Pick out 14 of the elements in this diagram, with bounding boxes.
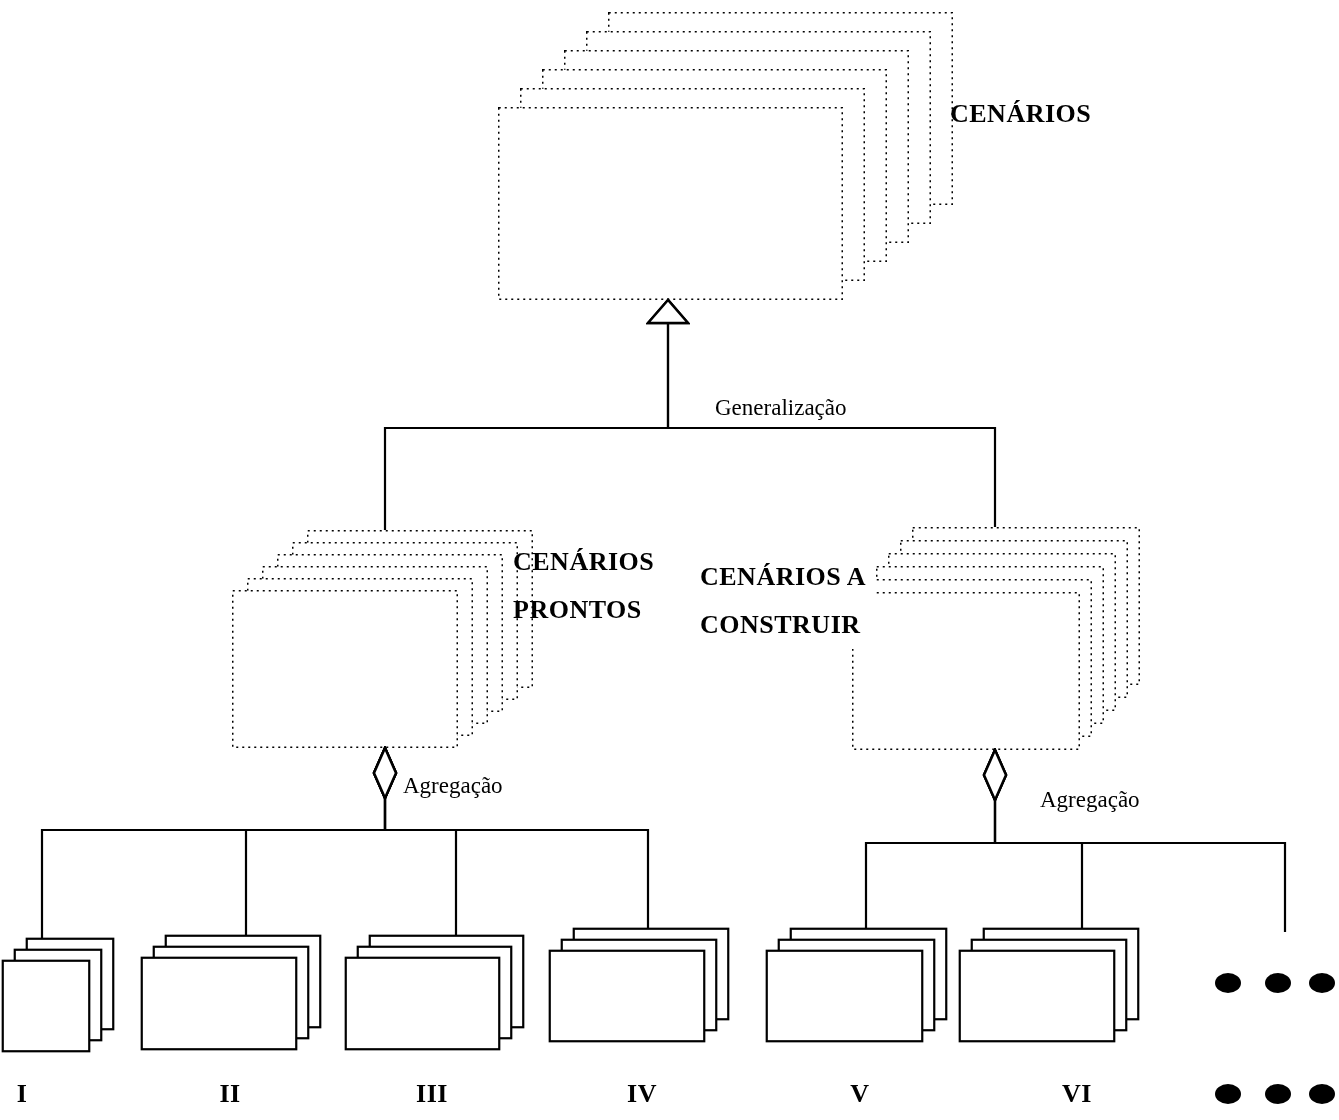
node-title: III [415, 1078, 449, 1110]
connector [982, 748, 1287, 932]
connector [372, 746, 650, 928]
node-title: I [15, 1078, 29, 1110]
relationship-label: Generalização [715, 395, 847, 421]
relationship-label: Agregação [1040, 787, 1140, 813]
node-title: VI [1061, 1078, 1093, 1110]
relationship-label: Agregação [403, 773, 503, 799]
node-title: CENÁRIOS [950, 98, 1093, 130]
connector [646, 298, 997, 527]
node-title: IV [626, 1078, 658, 1110]
node-title: V [849, 1078, 871, 1110]
node-title: II [218, 1078, 242, 1110]
node-title: CENÁRIOS PRONTOS [513, 546, 656, 626]
